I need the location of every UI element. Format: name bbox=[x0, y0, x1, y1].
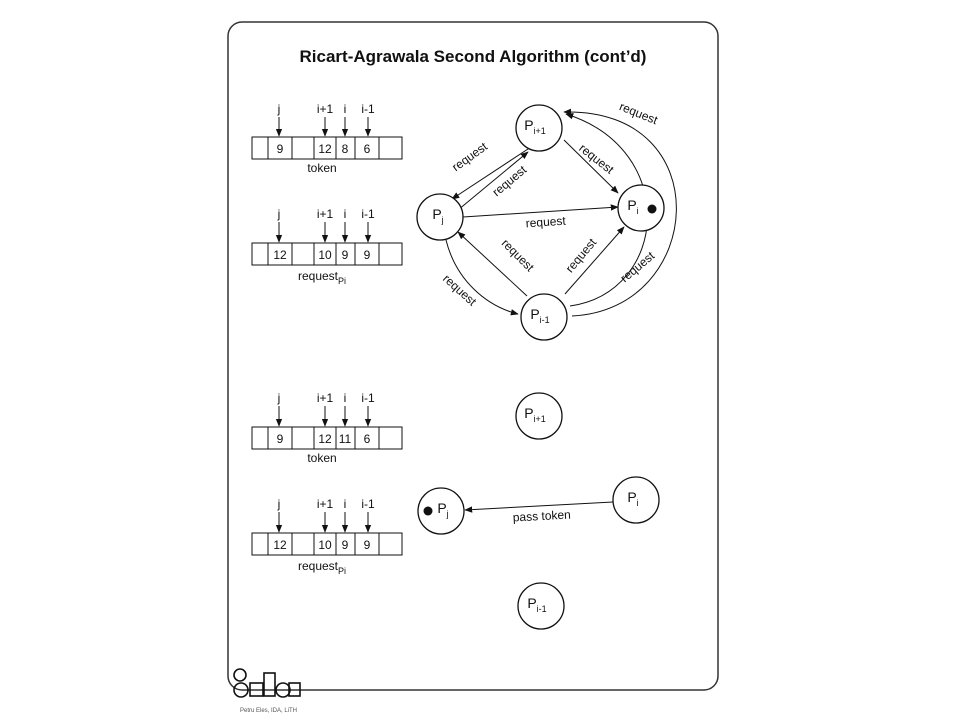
logo bbox=[233, 668, 301, 698]
array-cell: 9 bbox=[364, 538, 371, 552]
edge-label-request: request bbox=[440, 271, 480, 309]
index-label-i-plus-1: i+1 bbox=[317, 391, 334, 405]
array-cell: 10 bbox=[318, 538, 332, 552]
array-cell: 8 bbox=[342, 142, 349, 156]
array-caption-sub: Pi bbox=[338, 566, 346, 576]
edge-pj-to-pi-1 bbox=[445, 239, 519, 316]
edge-label-request: request bbox=[563, 235, 600, 275]
array-caption: requestPi bbox=[298, 269, 346, 286]
array-box bbox=[251, 532, 403, 556]
index-label-j: j bbox=[277, 391, 281, 405]
array-cell: 9 bbox=[277, 432, 284, 446]
edge-pi-to-pj bbox=[464, 501, 614, 513]
svg-text:Pi: Pi bbox=[627, 197, 638, 216]
edge-label-request: request bbox=[525, 214, 567, 231]
array-cell: 9 bbox=[342, 248, 349, 262]
token-array-bottom: j i+1 i i-1 9 12 11 6 token bbox=[251, 391, 403, 465]
array-cell: 10 bbox=[318, 248, 332, 262]
edge-pj-to-pi bbox=[462, 204, 619, 218]
array-cell: 6 bbox=[364, 142, 371, 156]
array-cell: 11 bbox=[339, 432, 352, 446]
array-box bbox=[251, 136, 403, 160]
pass-token-graph: pass token Pi+1 Pj Pi Pi-1 bbox=[417, 392, 660, 630]
index-label-i: i bbox=[344, 102, 347, 116]
svg-text:Pi+1: Pi+1 bbox=[524, 117, 546, 136]
slide-frame bbox=[227, 21, 719, 691]
footer-credit: Petru Eles, IDA, LiTH bbox=[240, 708, 297, 714]
index-label-i-minus-1: i-1 bbox=[361, 102, 375, 116]
array-box bbox=[251, 242, 403, 266]
array-cell: 12 bbox=[273, 538, 287, 552]
index-label-j: j bbox=[277, 497, 281, 511]
index-label-j: j bbox=[277, 207, 281, 221]
edge-pi1-to-pj bbox=[451, 146, 532, 200]
token-array-top: j i+1 i i-1 9 12 8 6 token bbox=[251, 102, 403, 175]
svg-text:Pi-1: Pi-1 bbox=[530, 306, 549, 325]
array-cell: 9 bbox=[342, 538, 349, 552]
request-graph: request request request request request … bbox=[416, 99, 677, 341]
svg-text:Pi-1: Pi-1 bbox=[527, 595, 546, 614]
node-p-i: Pi bbox=[612, 476, 660, 524]
index-label-i: i bbox=[344, 207, 347, 221]
array-caption: requestPi bbox=[298, 559, 346, 576]
edge-pi-1-to-pj bbox=[457, 231, 528, 297]
index-label-i: i bbox=[344, 391, 347, 405]
edge-label-pass-token: pass token bbox=[512, 507, 571, 524]
request-array-bottom: j i+1 i i-1 12 10 9 9 requestPi bbox=[251, 497, 403, 576]
array-caption-main: request bbox=[298, 559, 339, 573]
edge-label-request: request bbox=[618, 248, 658, 285]
index-label-i-minus-1: i-1 bbox=[361, 497, 375, 511]
array-caption-sub: Pi bbox=[338, 276, 346, 286]
array-cell: 6 bbox=[364, 432, 371, 446]
array-caption: token bbox=[307, 161, 336, 175]
index-label-i-plus-1: i+1 bbox=[317, 497, 334, 511]
node-p-i-plus-1: Pi+1 bbox=[515, 392, 563, 440]
node-p-i: Pi bbox=[617, 184, 665, 232]
node-p-j: Pj bbox=[417, 487, 465, 535]
svg-text:Pi: Pi bbox=[627, 489, 638, 508]
array-caption-main: token bbox=[307, 161, 336, 175]
node-p-i-minus-1: Pi-1 bbox=[517, 582, 565, 630]
array-cell: 12 bbox=[273, 248, 287, 262]
edge-pi-1-to-pi1-outer bbox=[563, 108, 677, 317]
array-box bbox=[251, 426, 403, 450]
token-marker bbox=[423, 506, 433, 516]
array-caption-main: request bbox=[298, 269, 339, 283]
request-array-top: j i+1 i i-1 12 10 9 9 requestPi bbox=[251, 207, 403, 286]
index-label-i-plus-1: i+1 bbox=[317, 207, 334, 221]
token-marker bbox=[647, 204, 657, 214]
slide-title: Ricart-Agrawala Second Algorithm (cont’d… bbox=[300, 47, 647, 66]
index-label-i-minus-1: i-1 bbox=[361, 391, 375, 405]
svg-text:Pi+1: Pi+1 bbox=[524, 405, 546, 424]
node-p-i-plus-1: Pi+1 bbox=[515, 104, 563, 152]
index-label-i-minus-1: i-1 bbox=[361, 207, 375, 221]
svg-text:Pj: Pj bbox=[432, 206, 443, 225]
index-label-i: i bbox=[344, 497, 347, 511]
index-label-j: j bbox=[277, 102, 281, 116]
array-cell: 9 bbox=[364, 248, 371, 262]
edge-pj-to-pi1 bbox=[457, 151, 529, 211]
array-caption: token bbox=[307, 451, 336, 465]
node-p-i-minus-1: Pi-1 bbox=[520, 293, 568, 341]
array-cell: 12 bbox=[318, 142, 332, 156]
array-caption-main: token bbox=[307, 451, 336, 465]
index-label-i-plus-1: i+1 bbox=[317, 102, 334, 116]
edge-label-request: request bbox=[499, 236, 538, 275]
node-p-j: Pj bbox=[416, 193, 464, 241]
edge-pi-1-to-pi bbox=[564, 226, 625, 295]
array-cell: 12 bbox=[318, 432, 332, 446]
svg-text:Pj: Pj bbox=[437, 500, 448, 519]
array-cell: 9 bbox=[277, 142, 284, 156]
edge-pi1-to-pi bbox=[563, 139, 619, 194]
edge-label-request: request bbox=[449, 139, 490, 174]
